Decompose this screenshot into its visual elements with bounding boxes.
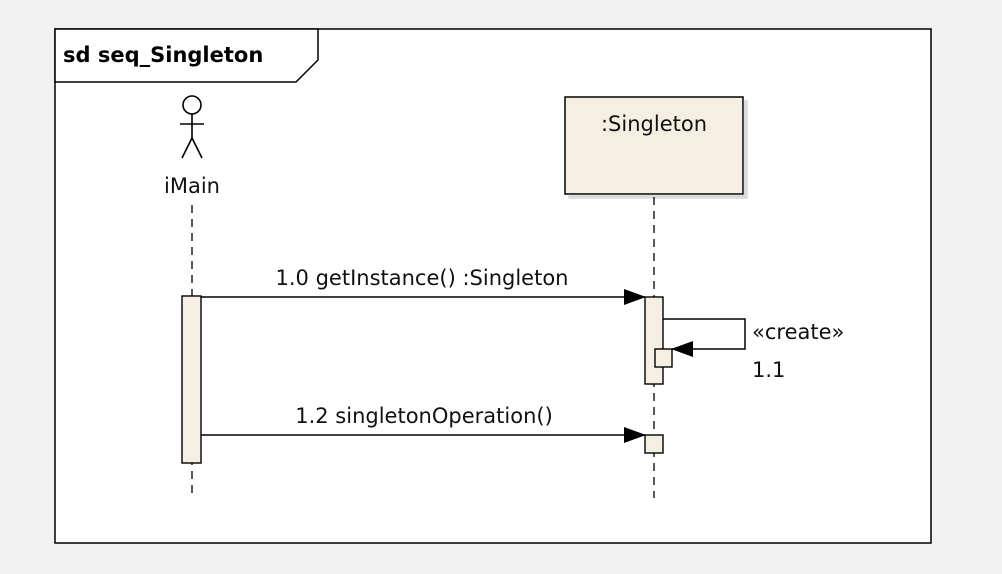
message-get-instance[interactable]: 1.0 getInstance() :Singleton — [201, 266, 646, 305]
singleton-box-label: :Singleton — [601, 112, 707, 136]
activation-singleton-create — [654, 348, 673, 368]
message-singleton-operation-label: 1.2 singletonOperation() — [295, 404, 553, 428]
singleton-box — [564, 96, 744, 195]
sd-frame-title-tab — [54, 28, 319, 83]
message-create-stereotype: «create» — [752, 320, 844, 344]
activation-imain — [181, 295, 202, 464]
message-create-label: 1.1 — [752, 358, 785, 382]
activation-singleton-2 — [644, 434, 664, 454]
activation-singleton-1 — [644, 296, 664, 385]
lifeline-head-singleton[interactable]: :Singleton — [564, 96, 744, 195]
message-create-arrow — [663, 318, 746, 357]
message-singleton-operation[interactable]: 1.2 singletonOperation() — [201, 404, 646, 443]
actor-imain[interactable]: iMain — [164, 95, 220, 198]
message-create[interactable]: «create» 1.1 — [663, 318, 844, 382]
actor-stick-figure-icon — [180, 95, 204, 159]
actor-imain-label: iMain — [164, 174, 220, 198]
message-get-instance-label: 1.0 getInstance() :Singleton — [276, 266, 569, 290]
sd-frame-title: sd seq_Singleton — [63, 43, 263, 67]
